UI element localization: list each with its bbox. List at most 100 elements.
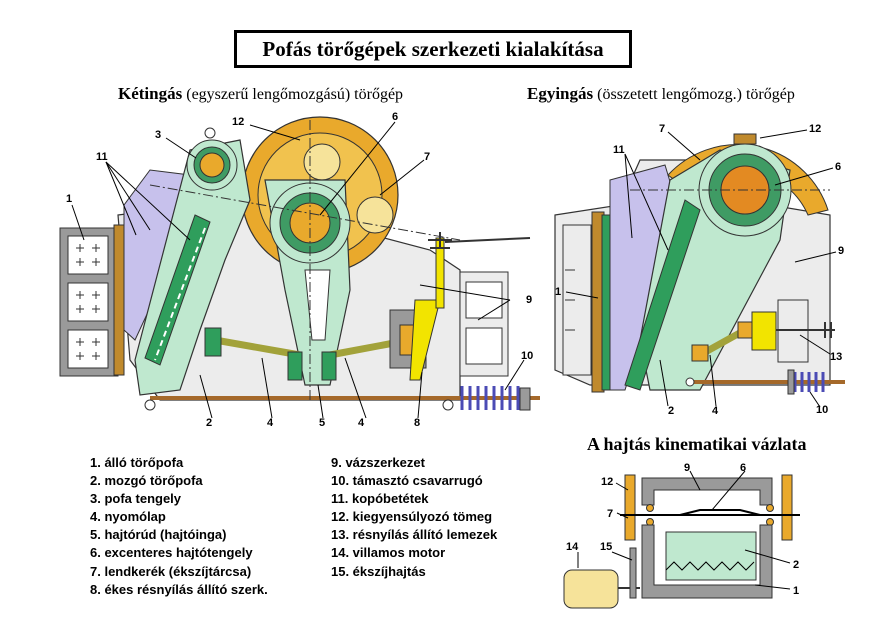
axis-line-1 [149,184,461,241]
toggle-seat-mid-l [287,351,303,381]
kin-belt [629,547,637,599]
legend-item: 2. mozgó törőpofa [90,473,203,489]
left-leaders [71,121,525,419]
kin-bearing-3 [766,504,774,512]
kin-callout: 2 [793,559,799,571]
left-callout: 1 [66,193,72,205]
right-leaders [565,129,837,408]
right-callout: 1 [555,286,561,298]
right-spring [793,372,825,392]
right-callout: 2 [668,405,674,417]
right-diagram-title-main: Egyingás [527,84,594,103]
right-callout: 4 [712,405,719,417]
left-callout: 9 [526,294,532,306]
left-callout-labels: 1 3 11 12 6 7 9 10 2 4 5 4 8 [66,111,533,429]
legend-item: 14. villamos motor [331,545,446,561]
toggle-seat-left [204,327,222,357]
legend-item: 11. kopóbetétek [331,491,429,507]
toggle-plate-left [214,336,301,359]
left-flywheel-counterweight [356,196,394,234]
right-callout: 6 [835,161,841,173]
right-adjust-block [751,311,777,351]
right-pin-bottom [685,377,695,387]
right-moving-jaw-plate [624,199,701,391]
left-diagram-title: Kétingás (egyszerű lengőmozgású) törőgép [118,84,403,104]
left-crusher-diagram: 1 3 11 12 6 7 9 10 2 4 5 4 8 [59,111,540,429]
legend-item: 3. pofa tengely [90,491,182,507]
adjust-screw-head [428,232,452,249]
right-adjust-nut [824,322,832,338]
pin-top [204,127,216,139]
left-callout: 4 [358,417,365,429]
right-callout-labels: 7 12 11 6 9 1 13 2 4 10 [555,123,844,417]
kin-eccentric [679,509,761,516]
kin-jaw-teeth [665,561,755,571]
kin-motor [563,569,619,609]
left-callout: 5 [319,417,325,429]
legend-item: 13. résnyílás állító lemezek [331,527,498,543]
left-diagram-title-main: Kétingás [118,84,183,103]
left-callout: 10 [521,350,533,362]
left-callout: 12 [232,116,244,128]
top-rod [444,237,531,243]
spring-cap [519,387,531,411]
right-callout: 7 [659,123,665,135]
right-callout: 13 [830,351,842,363]
legend-item: 7. lendkerék (ékszíjtárcsa) [90,563,252,579]
kinematic-callout-labels: 9 6 12 7 14 15 2 1 [566,462,799,597]
kin-jaw-box [641,524,773,599]
kin-callout: 14 [566,541,579,553]
pitman-slot [304,269,331,341]
legend-item: 12. kiegyensúlyozó tömeg [331,509,493,525]
kin-callout: 12 [601,476,613,488]
pin-bottom-left [144,399,156,411]
left-callout: 2 [206,417,212,429]
right-fixed-liner-face [601,214,611,391]
left-diagram-title-rest: (egyszerű lengőmozgású) törőgép [182,86,404,103]
legend-item: 5. hajtórúd (hajtóinga) [90,527,227,543]
legend-item: 1. álló törőpofa [90,455,184,470]
right-crusher-diagram: 7 12 11 6 9 1 13 2 4 10 [554,123,845,417]
left-callout: 7 [424,151,430,163]
adjust-wedge [409,299,441,381]
legend-item: 15. ékszíjhajtás [331,563,426,579]
legend-item: 8. ékes résnyílás állító szerk. [90,581,268,597]
kin-leaders [577,470,791,590]
right-end-slab-notches [565,269,575,331]
legend-right: 9. vázszerkezet 10. támasztó csavarrugó … [331,454,497,581]
kin-frame [641,477,773,506]
kin-bearing-1 [646,504,654,512]
kin-jaw [665,531,757,581]
moving-jaw-teeth [154,227,206,361]
kin-callout: 6 [740,462,746,474]
left-end-block-bolts [67,235,109,369]
right-callout: 11 [613,144,625,156]
right-spring-cap [787,369,795,395]
legend-item: 6. excenteres hajtótengely [90,545,253,561]
tension-spring [460,386,520,410]
kin-callout: 15 [600,541,612,553]
kin-callout: 9 [684,462,690,474]
kinematic-sketch: 9 6 12 7 14 15 2 1 [563,462,800,609]
right-callout: 10 [816,404,828,416]
left-flywheel-hole [303,143,341,181]
right-diagram-title-rest: (összetett lengőmozg.) törőgép [593,86,795,103]
kinematic-title: A hajtás kinematikai vázlata [587,434,807,454]
toggle-seat-mid-r [321,351,337,381]
fixed-jaw-liner-strip [113,224,125,376]
right-callout: 9 [838,245,844,257]
pin-bottom-mid [442,399,454,411]
kin-flywheel-right [781,474,793,541]
main-title-box: Pofás törőgépek szerkezeti kialakítása [234,30,632,68]
legend-item: 9. vázszerkezet [331,455,425,470]
main-title: Pofás törőgépek szerkezeti kialakítása [262,36,604,61]
legend-left: 1. álló törőpofa 2. mozgó törőpofa 3. po… [90,454,268,599]
left-callout: 11 [96,151,108,163]
right-callout: 12 [809,123,821,135]
kin-flywheel-left [624,474,636,541]
legend-item: 10. támasztó csavarrugó [331,473,483,489]
kin-callout: 1 [793,585,799,597]
jaw-shaft [199,152,225,178]
kin-bearing-4 [766,518,774,526]
left-callout: 3 [155,129,161,141]
